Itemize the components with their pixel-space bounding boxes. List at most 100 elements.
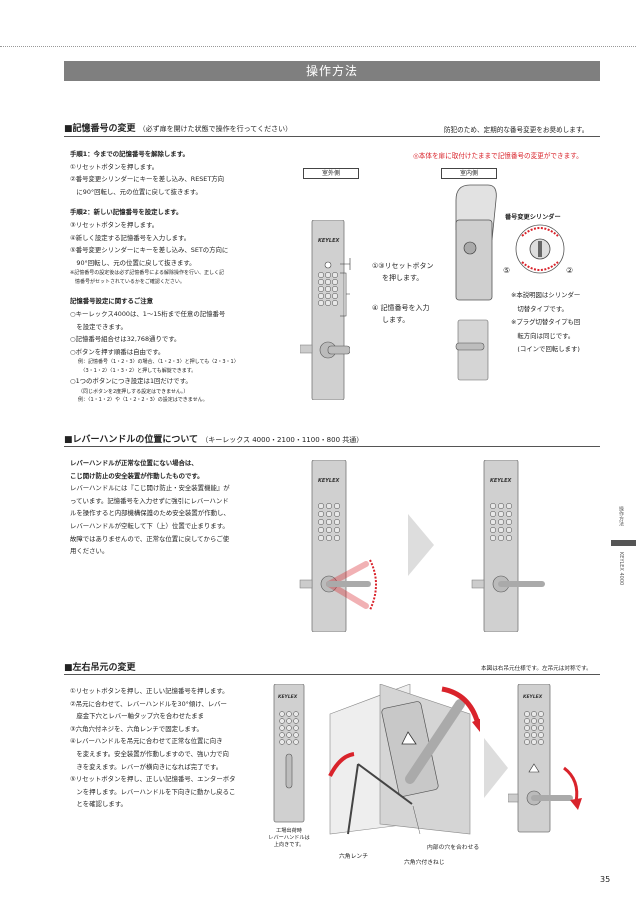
step1-line: ①リセットボタンを押します。 (70, 162, 159, 171)
outside-lock-illustration: KEYLEX (300, 220, 350, 400)
callout-input-line: します。 (382, 316, 410, 324)
hex-wrench-label: 六角レンチ (339, 854, 368, 860)
section3-line: 座金下穴とレバー軸タップ穴を合わせたまま (70, 712, 205, 721)
factory-note-line: 上向きです。 (273, 842, 305, 848)
caution-line: ○キーレックス4000は、1〜15桁まで任意の記憶番号 (70, 309, 226, 318)
keylex-logo: KEYLEX (490, 478, 513, 484)
factory-lock-illustration: KEYLEX (273, 684, 305, 823)
page-title: 操作方法 (64, 61, 600, 81)
keypad[interactable] (524, 711, 544, 745)
keylex-logo: KEYLEX (318, 478, 341, 484)
callout-brackets (340, 258, 351, 317)
keypad[interactable] (317, 271, 339, 307)
section1-rule (64, 136, 600, 137)
caution-line: ○記憶番号組合せは32,768通りです。 (70, 335, 181, 344)
step1-title: 手順1：今までの記憶番号を解除します。 (70, 150, 189, 158)
inside-lever[interactable] (455, 342, 485, 351)
keylex-logo: KEYLEX (278, 694, 298, 700)
keylex-logo: KEYLEX (523, 694, 543, 700)
section1-right-note: 防犯のため、定期的な番号変更をお奨めします。 (444, 126, 589, 134)
step2-note: 憶番号がセットされているかをご確認ください。 (70, 278, 185, 285)
caution-line: を設定できます。 (70, 322, 127, 331)
section3-title: ■左右吊元の変更 (64, 663, 136, 673)
step2-title: 手順2：新しい記憶番号を設定します。 (70, 208, 183, 217)
cylinder-note: ※プラグ切替タイプも回 (511, 318, 581, 327)
caution-example: 例：〈1・1・2〉や〈1・2・2・3〉の設定はできません。 (78, 397, 208, 404)
enter-button[interactable] (401, 731, 417, 745)
cylinder-note: ※本説明図はシリンダー (511, 291, 581, 299)
section2-heading: ■レバーハンドルの位置について （キーレックス 4000・2100・1100・8… (64, 432, 363, 445)
section3-line: とを確認します。 (70, 800, 127, 809)
cylinder-detail (515, 224, 565, 274)
section2-line: レバーハンドルには『こじ開け防止・安全装置機能』が (70, 484, 230, 493)
keypad[interactable] (489, 502, 513, 542)
section2-line: っています。記憶番号を入力せずに強引にレバーハンド (70, 496, 229, 505)
caution-example: 例：記憶番号〈1・2・3〉の場合、〈1・2・3〉と押しても〈2・3・1〉 (78, 359, 239, 366)
section3-line: ①リセットボタンを押し、正しい記憶番号を押します。 (70, 687, 229, 695)
callout-reset: ①③リセットボタン を押します。 (372, 260, 434, 284)
align-holes-label: 内部の穴を合わせる (427, 845, 480, 851)
factory-note: 工場出荷時 レバーハンドルは 上向きです。 (258, 828, 320, 849)
rotate-arrow-icon (441, 686, 480, 725)
keypad[interactable] (317, 502, 341, 542)
reset-button[interactable] (324, 261, 332, 269)
outside-label: 室外側 (303, 168, 359, 179)
step2-line: ⑤番号変更シリンダーにキーを差し込み、SETの方向に (70, 246, 229, 255)
section3-line: きを変えます。レバーが横向きになれば完了です。 (70, 762, 223, 771)
caution-line: ○ボタンを押す順番は自由です。 (70, 347, 165, 356)
inside-label: 室内側 (441, 168, 497, 179)
section3-line: ンを押します。レバーハンドルを下向きに動かし戻るこ (70, 787, 236, 796)
cylinder[interactable] (463, 241, 477, 255)
step1-line: に90°回転し、元の位置に戻して抜きます。 (70, 187, 202, 196)
arrow-right-icon (484, 738, 508, 798)
section2-line: レバーハンドルが空転して下（上）位置で止まります。 (70, 521, 229, 530)
keypad[interactable] (279, 711, 299, 745)
callout-input: ④ 記憶番号を入力 します。 (372, 302, 430, 326)
section3-text: ①リセットボタンを押し、正しい記憶番号を押します。 ②吊元に合わせて、レバーハン… (70, 685, 270, 811)
step2-line: ③リセットボタンを押します。 (70, 220, 159, 229)
section3-line: を変えます。安全装置が作動しますので、強い力で向 (70, 749, 229, 758)
final-lock-illustration: KEYLEX (508, 684, 582, 833)
section2-line: ルを操作すると内部機構保護のため安全装置が作動し、 (70, 509, 230, 518)
section1-red-note: ◎本体を扉に取付けたままで記憶番号の変更ができます。 (413, 152, 583, 160)
section3-line: ②吊元に合わせて、レバーハンドルを30°傾け、レバー (70, 699, 227, 708)
section1-title: ■記憶番号の変更 (64, 124, 136, 134)
cylinder-note: (コインで回転します) (511, 345, 580, 354)
section3-line: ③六角穴付ネジを、六角レンチで固定します。 (70, 724, 203, 733)
cylinder-step5: ⑤ (503, 266, 511, 275)
hex-screw-label: 六角穴付きねじ (404, 860, 445, 866)
factory-note-line: 工場出荷時 (276, 828, 302, 834)
enter-button[interactable] (528, 763, 540, 773)
section3-rule (64, 674, 600, 675)
top-dotted-rule (0, 46, 636, 47)
section3-right-note: 本図は右吊元仕様です。左吊元は対称です。 (481, 666, 592, 672)
caution-example: 〈3・1・2〉〈1・3・2〉と押しても解錠できます。 (78, 367, 197, 374)
hinge-change-illustration (328, 684, 480, 835)
side-tab-model: KEYLEX 4000 (618, 552, 624, 586)
section1-heading: ■記憶番号の変更 （必ず扉を開けた状態で操作を行ってください） (64, 121, 292, 134)
lever-handle[interactable] (405, 699, 465, 784)
hex-wrench[interactable] (347, 763, 413, 835)
step1-line: ②番号変更シリンダーにキーを差し込み、RESET方向 (70, 175, 225, 184)
section2-line: 故障ではありませんので、正常な位置に戻してからご使 (70, 534, 230, 543)
section2-line: 用ください。 (70, 547, 109, 556)
callout-input-line: ④ 記憶番号を入力 (372, 304, 430, 312)
section1-instructions: 手順1：今までの記憶番号を解除します。 ①リセットボタンを押します。 ②番号変更… (70, 148, 270, 405)
inside-lock-illustration (455, 184, 497, 381)
section3-line: ⑤リセットボタンを押し、正しい記憶番号、エンターボタ (70, 775, 236, 784)
cylinder-note: 切替タイプです。 (511, 304, 568, 313)
section3-line: ④レバーハンドルを吊元に合わせて正常な位置に向き (70, 737, 223, 746)
factory-note-line: レバーハンドルは (268, 835, 310, 841)
lever-handle[interactable] (327, 345, 350, 355)
lever-handle[interactable] (285, 753, 293, 789)
section2-text: レバーハンドルが正常な位置にない場合は、 こじ開け防止の安全装置が作動したもので… (70, 457, 280, 558)
lever-error-illustration: KEYLEX (299, 460, 377, 632)
callout-reset-line: ①③リセットボタン (372, 262, 434, 270)
step2-line: ④新しく設定する記憶番号を入力します。 (70, 233, 191, 242)
cylinder-step2: ② (566, 266, 574, 275)
side-tab-label: 操作方法 (618, 506, 624, 526)
caution-line: ○1つのボタンにつき設定は1回だけです。 (70, 377, 192, 386)
section2-bold-line: レバーハンドルが正常な位置にない場合は、 (70, 459, 198, 467)
step2-line: 90°回転し、元の位置に戻して抜きます。 (70, 258, 196, 267)
section2-title: ■レバーハンドルの位置について (64, 435, 199, 445)
